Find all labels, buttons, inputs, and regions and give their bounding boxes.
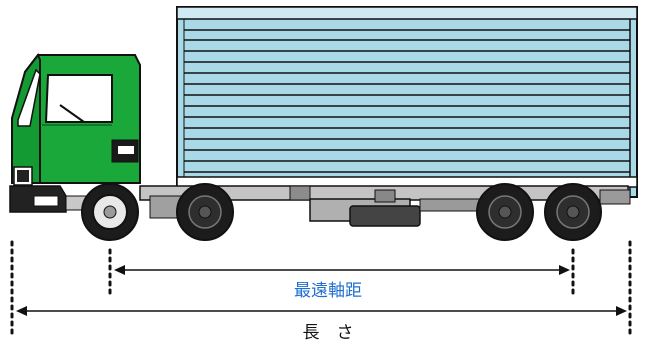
rear-axle-wheel <box>544 183 602 241</box>
length-right-arrow <box>616 306 627 316</box>
third-axle-wheel <box>476 183 534 241</box>
cargo-box <box>176 6 638 198</box>
wheelbase-left-arrow <box>114 265 125 275</box>
dimension-guides <box>10 240 632 336</box>
truck-illustration <box>9 6 638 241</box>
wheelbase-dimension: 最遠軸距 <box>114 265 570 301</box>
wheelbase-label: 最遠軸距 <box>294 281 362 301</box>
length-label: 長 さ <box>303 323 354 343</box>
length-left-arrow <box>16 306 27 316</box>
front-wheel <box>81 183 139 241</box>
second-axle-wheel <box>176 183 234 241</box>
wheelbase-right-arrow <box>559 265 570 275</box>
truck-cab <box>9 52 141 213</box>
cargo-box-slats <box>184 29 630 173</box>
overall-length-dimension: 長 さ <box>16 306 627 343</box>
